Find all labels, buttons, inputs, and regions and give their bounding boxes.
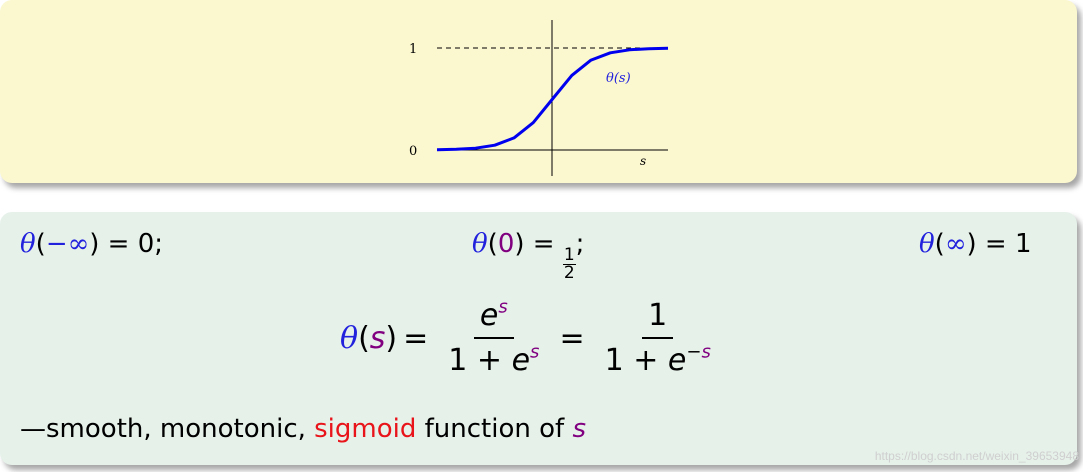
sigmoid-curve: [436, 46, 669, 152]
e-symbol: e: [667, 343, 687, 378]
exponent-s: s: [498, 296, 508, 318]
fraction-numerator: 1: [642, 298, 674, 339]
zero-argument: 0: [497, 229, 515, 259]
theta-symbol: θ: [472, 229, 488, 259]
variable-s: s: [572, 414, 587, 444]
curve-label: θ(s): [606, 71, 631, 86]
exponent-s: s: [701, 341, 711, 363]
fraction-denominator: 1 + es: [442, 339, 545, 378]
one-plus: 1 +: [604, 343, 668, 378]
description-text: function of: [416, 414, 573, 444]
equals-sign: =: [403, 320, 429, 356]
sigmoid-plot: 1 0 s θ(s): [409, 20, 669, 176]
fraction-numerator: 1: [562, 244, 576, 266]
paren: ): [385, 320, 398, 356]
sigmoid-formula: θ(s) = es 1 + es = 1 1 + e−s: [340, 298, 725, 378]
equation-rest: ) = 0;: [89, 229, 164, 259]
description-line: —smooth, monotonic, sigmoid function of …: [20, 414, 586, 444]
limit-infinity: θ(∞) = 1: [919, 229, 1031, 259]
tick-label-one: 1: [409, 42, 417, 57]
x-axis-label: s: [640, 154, 646, 168]
equation-panel: [0, 212, 1077, 465]
watermark: https://blog.csdn.net/weixin_39653948: [874, 449, 1079, 463]
theta-symbol: θ: [340, 320, 359, 356]
paren: (: [358, 320, 370, 356]
limit-neg-infinity: θ(−∞) = 0;: [20, 229, 163, 259]
fraction-numerator: es: [473, 296, 514, 339]
equation-rest: ) = 1: [966, 229, 1032, 259]
e-symbol: e: [479, 298, 499, 333]
neg-infinity-symbol: −∞: [45, 229, 90, 259]
paren: (: [487, 229, 498, 259]
equals-sign: =: [559, 320, 585, 356]
equation-rest: ) =: [514, 229, 563, 259]
fraction-one-over-1-plus-e-neg-s: 1 1 + e−s: [599, 298, 717, 378]
one-plus: 1 +: [448, 343, 512, 378]
exponent-s: s: [530, 341, 540, 363]
fraction-e-over-1-plus-e: es 1 + es: [442, 298, 545, 378]
semicolon: ;: [575, 229, 585, 259]
infinity-symbol: ∞: [944, 229, 967, 259]
tick-label-zero: 0: [409, 144, 417, 159]
plot-panel: 1 0 s θ(s): [0, 0, 1077, 183]
e-symbol: e: [511, 343, 531, 378]
sigmoid-highlight: sigmoid: [314, 414, 417, 444]
variable-s: s: [369, 320, 386, 356]
theta-symbol: θ: [919, 229, 935, 259]
exponent-neg-s: −s: [686, 341, 710, 362]
fraction-denominator: 2: [563, 263, 575, 284]
paren: (: [934, 229, 945, 259]
minus-sign: −: [686, 341, 702, 363]
theta-symbol: θ: [20, 229, 36, 259]
description-text: —smooth, monotonic,: [20, 414, 315, 444]
fraction-denominator: 1 + e−s: [599, 339, 717, 378]
paren: (: [35, 229, 46, 259]
